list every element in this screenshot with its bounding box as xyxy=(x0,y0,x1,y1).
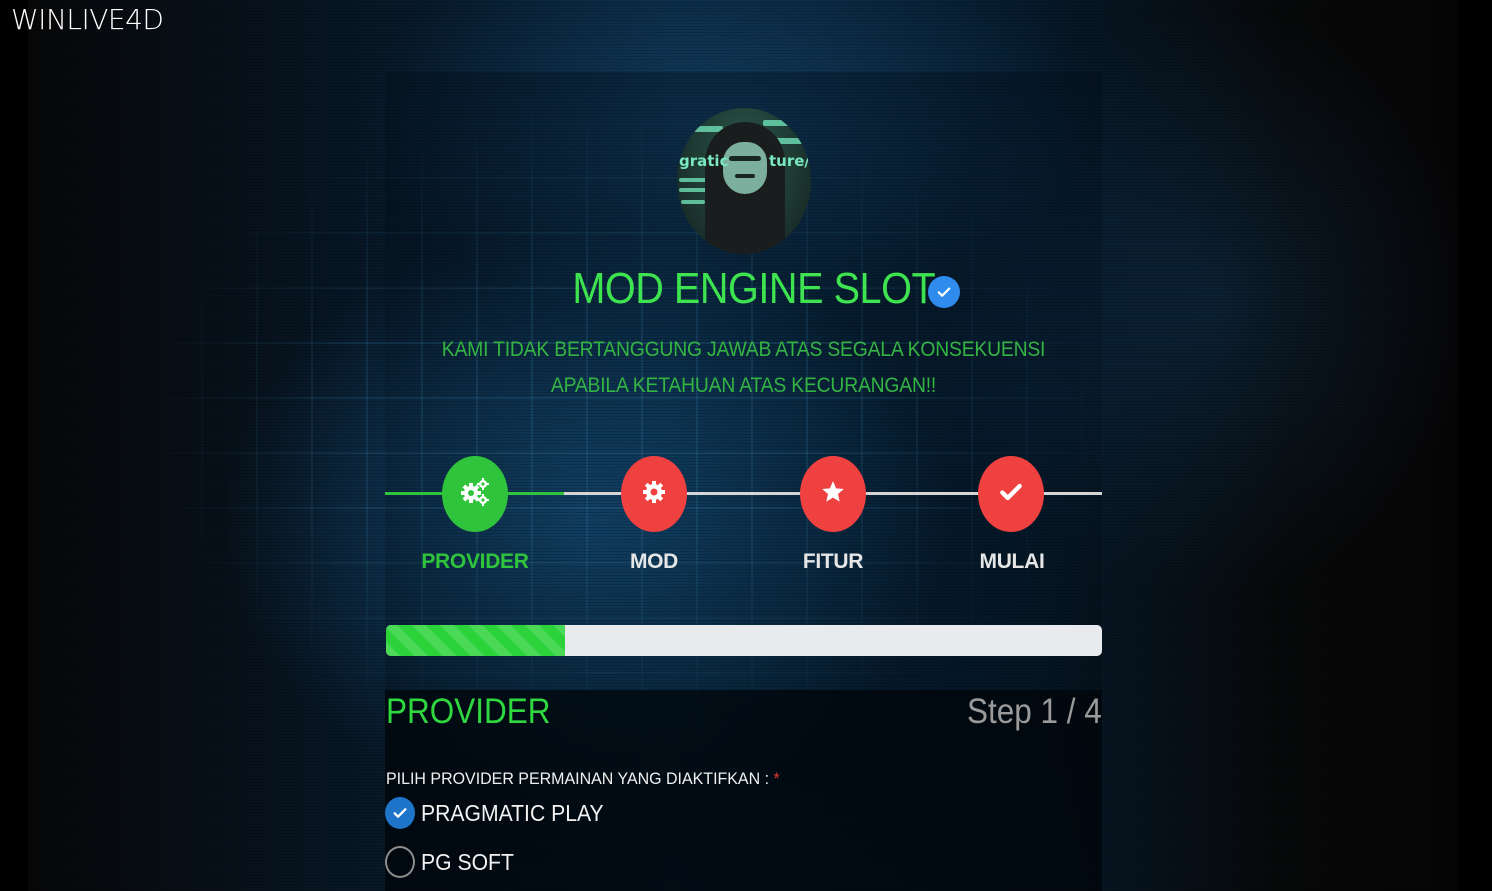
brand-logo: WINLIVE4D xyxy=(11,3,164,36)
provider-option-pragmatic-play[interactable]: PRAGMATIC PLAY xyxy=(385,797,620,829)
avatar-code-line xyxy=(681,200,705,204)
avatar-code-line xyxy=(679,188,715,192)
progress-bar-fill xyxy=(386,625,565,656)
provider-field-label-text: PILIH PROVIDER PERMAINAN YANG DIAKTIFKAN… xyxy=(386,769,770,788)
step-label-mod: MOD xyxy=(629,550,679,573)
avatar-code-line xyxy=(683,126,723,132)
avatar-text-left: gratic xyxy=(679,152,729,170)
title-row: MOD ENGINE SLOT xyxy=(0,262,1492,316)
required-mark: * xyxy=(773,769,780,788)
avatar-code-line xyxy=(679,178,709,182)
avatar-code-line xyxy=(773,138,809,144)
gears-icon xyxy=(459,476,491,513)
step-counter: Step 1 / 4 xyxy=(967,692,1102,731)
section-title: PROVIDER xyxy=(386,692,551,731)
provider-option-pg-soft[interactable]: PG SOFT xyxy=(385,846,522,878)
option-label: PG SOFT xyxy=(421,848,514,875)
step-label-mulai: MULAI xyxy=(979,550,1045,573)
step-fitur[interactable] xyxy=(800,456,866,532)
provider-field-label: PILIH PROVIDER PERMAINAN YANG DIAKTIFKAN… xyxy=(386,769,780,789)
option-label: PRAGMATIC PLAY xyxy=(421,799,604,826)
star-icon xyxy=(820,479,846,510)
stepper: PROVIDER MOD FITUR MULAI xyxy=(385,456,1102,586)
disclaimer-line-2: APABILA KETAHUAN ATAS KECURANGAN!! xyxy=(550,374,937,397)
verified-check-icon xyxy=(927,276,960,308)
checkbox-checked-icon[interactable] xyxy=(385,797,415,829)
check-icon xyxy=(998,479,1024,510)
avatar-mask xyxy=(723,142,767,194)
avatar-text-right: ture/ xyxy=(769,152,810,170)
avatar: gratic ture/ xyxy=(677,108,811,254)
checkbox-unchecked-icon[interactable] xyxy=(385,846,415,878)
step-mod[interactable] xyxy=(621,456,687,532)
step-label-fitur: FITUR xyxy=(802,550,864,573)
gear-icon xyxy=(641,479,667,510)
step-mulai[interactable] xyxy=(978,456,1044,532)
form-panel xyxy=(385,690,1102,891)
avatar-code-line xyxy=(763,120,807,126)
disclaimer: KAMI TIDAK BERTANGGUNG JAWAB ATAS SEGALA… xyxy=(385,332,1102,404)
page-title: MOD ENGINE SLOT xyxy=(572,264,936,313)
step-provider[interactable] xyxy=(442,456,508,532)
progress-bar xyxy=(386,625,1102,656)
step-label-provider: PROVIDER xyxy=(421,550,529,573)
disclaimer-line-1: KAMI TIDAK BERTANGGUNG JAWAB ATAS SEGALA… xyxy=(441,338,1046,361)
